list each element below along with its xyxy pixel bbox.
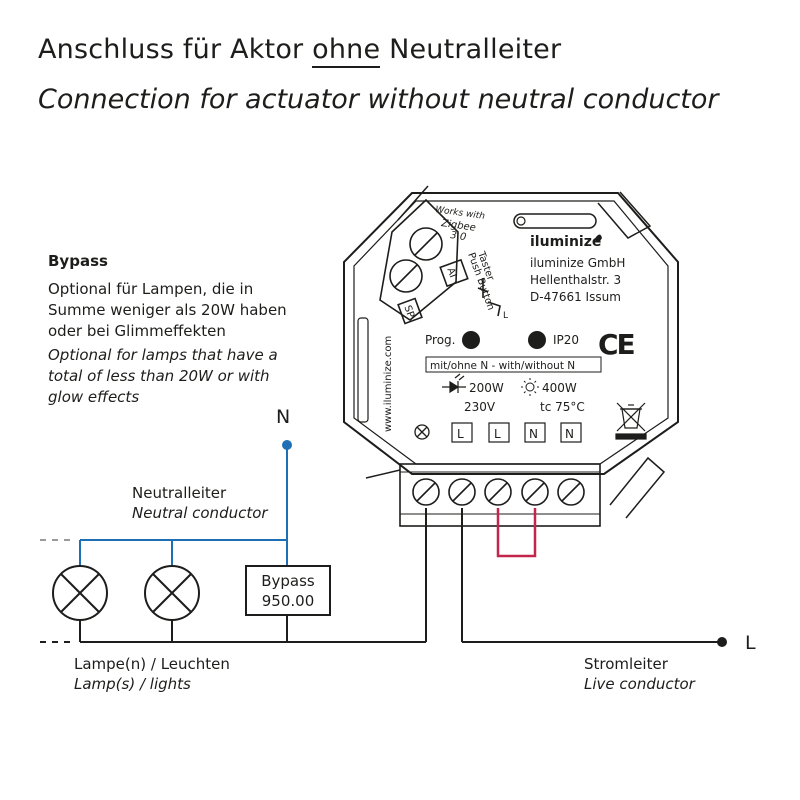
bulb-icon bbox=[521, 378, 539, 396]
zigbee-version-label: 3.0 bbox=[450, 230, 467, 243]
push-button-l-label: L bbox=[503, 311, 508, 321]
screw-3 bbox=[484, 478, 512, 506]
neutral-label-de: Neutralleiter bbox=[132, 484, 227, 502]
lamps-label-en: Lamp(s) / lights bbox=[74, 675, 191, 693]
live-label-de: Stromleiter bbox=[584, 655, 668, 673]
terminal-label-2: L bbox=[494, 427, 501, 441]
clip-bottom-left bbox=[365, 469, 401, 479]
left-rail bbox=[357, 317, 369, 423]
website-label: www.iluminize.com bbox=[383, 336, 394, 432]
terminal-box-2 bbox=[488, 422, 510, 443]
voltage-rating: 230V bbox=[464, 400, 496, 414]
lamp-1 bbox=[52, 565, 108, 621]
live-conductor bbox=[461, 508, 720, 643]
brand-logo: iluminize bbox=[530, 234, 601, 250]
bypass-component-name: Bypass bbox=[261, 572, 315, 590]
title-german: Anschluss für Aktor ohne Neutralleiter bbox=[38, 34, 562, 68]
bypass-en-line-3: glow effects bbox=[48, 388, 140, 406]
bulb-power-rating: 400W bbox=[542, 381, 577, 395]
terminal-screw-ai-slot bbox=[414, 232, 438, 256]
lamp-output-symbol bbox=[414, 424, 430, 440]
top-slot bbox=[513, 213, 597, 229]
screw-1 bbox=[412, 478, 440, 506]
neutral-terminal-label: N bbox=[276, 406, 291, 428]
sp-label: SP bbox=[401, 304, 416, 319]
ip-rating: IP20 bbox=[553, 333, 579, 347]
title-german-emphasis: ohne bbox=[312, 34, 381, 68]
push-button-symbol bbox=[477, 278, 501, 317]
brand-leaf-icon bbox=[594, 234, 602, 242]
bypass-de-line-1: Optional für Lampen, die in bbox=[48, 280, 254, 298]
terminal-block-body bbox=[379, 198, 459, 321]
terminal-label-3: N bbox=[529, 427, 538, 441]
screw-4 bbox=[521, 478, 549, 506]
terminal-strip-body bbox=[399, 463, 601, 527]
screw-5 bbox=[557, 478, 585, 506]
lamp-2 bbox=[144, 565, 200, 621]
bypass-de-line-3: oder bei Glimmeffekten bbox=[48, 322, 226, 340]
ai-label: AI bbox=[444, 266, 458, 279]
lamps-label-de: Lampe(n) / Leuchten bbox=[74, 655, 230, 673]
bypass-component-number: 950.00 bbox=[262, 592, 315, 610]
prog-label: Prog. bbox=[425, 333, 455, 347]
clip-top-right bbox=[597, 191, 652, 239]
title-english: Connection for actuator without neutral … bbox=[38, 84, 719, 115]
neutral-option-label: mit/ohne N - with/without N bbox=[430, 360, 575, 372]
status-indicator bbox=[528, 331, 546, 349]
terminal-box-3 bbox=[524, 422, 546, 443]
zigbee-label: Zigbee bbox=[440, 218, 477, 234]
led-power-rating: 200W bbox=[469, 381, 504, 395]
terminal-screw-sp-slot bbox=[394, 264, 418, 288]
bypass-en-line-1: Optional for lamps that have a bbox=[48, 346, 278, 364]
terminal-label-4: N bbox=[565, 427, 574, 441]
sp-label-box bbox=[397, 297, 423, 325]
screw-2 bbox=[448, 478, 476, 506]
terminal-screw-sp bbox=[389, 259, 423, 293]
terminal-label-1: L bbox=[457, 427, 464, 441]
bypass-component bbox=[245, 565, 331, 616]
title-german-end: Neutralleiter bbox=[380, 34, 562, 65]
title-german-start: Anschluss für Aktor bbox=[38, 34, 313, 65]
live-label-en: Live conductor bbox=[584, 675, 695, 693]
terminal-label-boxes bbox=[451, 422, 582, 443]
neutral-terminal-dot bbox=[282, 440, 292, 450]
bypass-heading: Bypass bbox=[48, 252, 108, 270]
clip-top-left bbox=[397, 185, 429, 221]
weee-bin-icon bbox=[615, 402, 647, 440]
company-city: D-47661 Issum bbox=[530, 290, 621, 304]
company-street: Hellenthalstr. 3 bbox=[530, 273, 621, 287]
terminal-box-4 bbox=[560, 422, 582, 443]
live-terminal-dot bbox=[717, 637, 727, 647]
neutral-conductor bbox=[79, 445, 288, 566]
switched-conductor bbox=[79, 508, 427, 643]
bypass-en-line-2: total of less than 20W or with bbox=[48, 367, 270, 385]
led-icon bbox=[442, 373, 466, 394]
bypass-de-line-2: Summe weniger als 20W haben bbox=[48, 301, 287, 319]
terminal-screw-ai bbox=[409, 227, 443, 261]
neutral-option-box bbox=[425, 356, 602, 373]
company-name: iluminize GmbH bbox=[530, 256, 625, 270]
top-slot-end bbox=[516, 216, 526, 226]
neutral-label-en: Neutral conductor bbox=[132, 504, 268, 522]
ai-label-box bbox=[439, 258, 469, 288]
housing-outline bbox=[343, 192, 679, 475]
clip-bottom-right bbox=[609, 456, 666, 519]
ce-mark: CE bbox=[598, 328, 635, 361]
prog-button[interactable] bbox=[462, 331, 480, 349]
bridge-wire bbox=[496, 508, 537, 558]
tc-rating: tc 75°C bbox=[540, 400, 585, 414]
main-terminal-strip bbox=[399, 463, 601, 527]
terminal-box-1 bbox=[451, 422, 473, 443]
push-button-terminal-block bbox=[379, 198, 501, 325]
live-terminal-label: L bbox=[745, 632, 756, 654]
